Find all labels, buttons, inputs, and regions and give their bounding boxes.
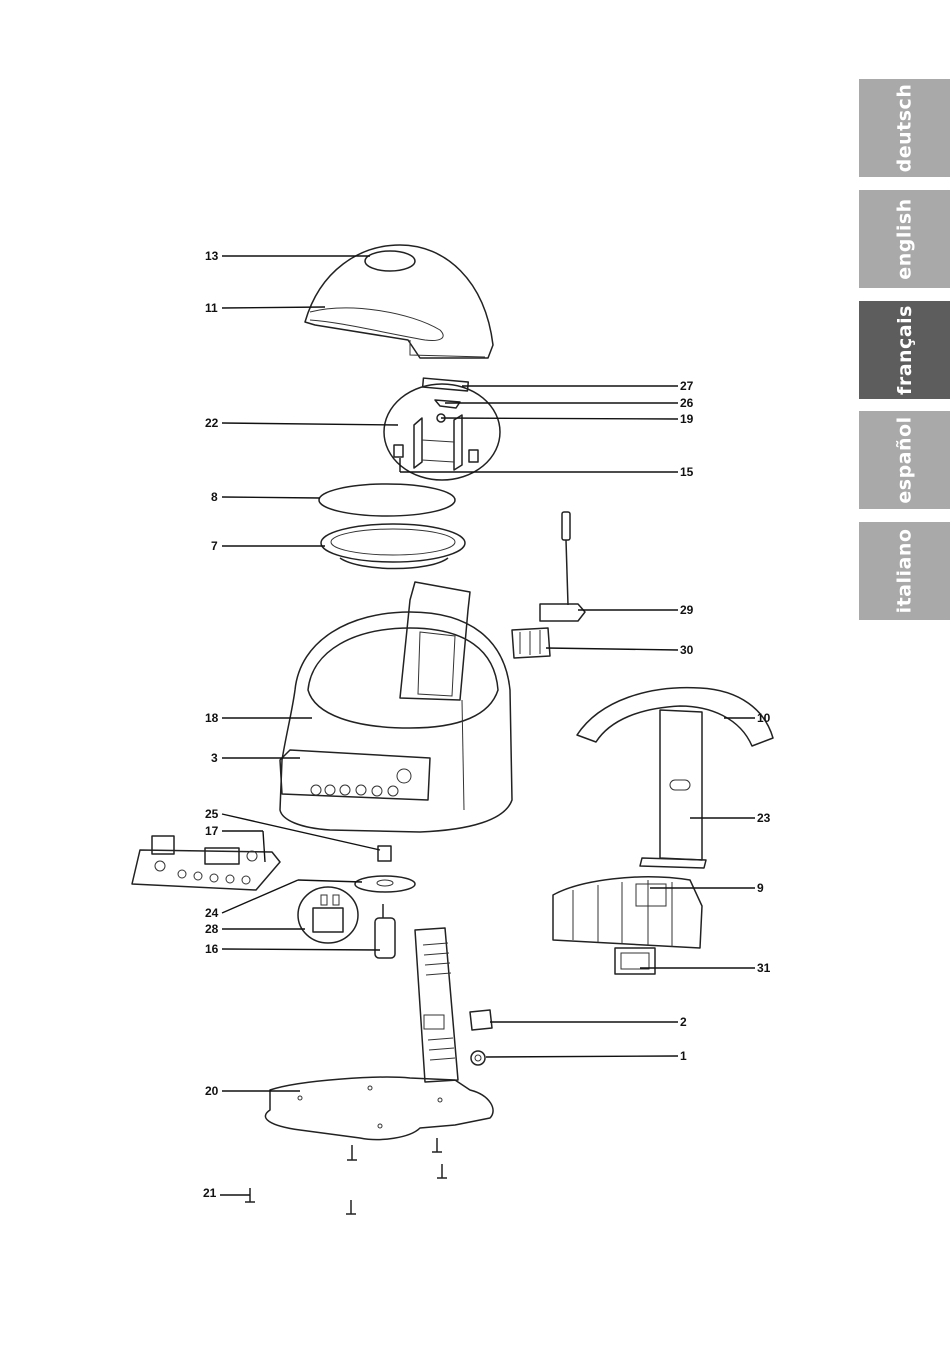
callout-29: 29 xyxy=(680,603,694,617)
handle-arch-part xyxy=(577,688,773,746)
callout-9: 9 xyxy=(757,881,764,895)
callout-10: 10 xyxy=(757,711,771,725)
window-frame-part xyxy=(615,948,655,974)
callout-30: 30 xyxy=(680,643,694,657)
callout-25: 25 xyxy=(205,807,219,821)
bowl-part xyxy=(321,524,465,569)
callout-26: 26 xyxy=(680,396,694,410)
callout-8: 8 xyxy=(211,490,218,504)
callout-11: 11 xyxy=(205,301,218,315)
callout-2: 2 xyxy=(680,1015,687,1029)
callout-16: 16 xyxy=(205,942,219,956)
leader-lines xyxy=(220,256,755,1195)
base-plate-part xyxy=(265,1077,493,1139)
antenna-part xyxy=(540,512,585,621)
callout-23: 23 xyxy=(757,811,771,825)
callout-31: 31 xyxy=(757,961,771,975)
callout-13: 13 xyxy=(205,249,219,263)
stand-bracket-part xyxy=(640,710,706,868)
callout-22: 22 xyxy=(205,416,219,430)
callout-18: 18 xyxy=(205,711,219,725)
callout-3: 3 xyxy=(211,751,218,765)
feet-screws-part xyxy=(245,1138,447,1214)
grommet-part xyxy=(471,1051,485,1065)
callout-1: 1 xyxy=(680,1049,687,1063)
hinge-assembly-part xyxy=(384,378,500,480)
filter-disc-part xyxy=(319,484,455,516)
dome-cover-part xyxy=(305,245,493,358)
callout-15: 15 xyxy=(680,465,694,479)
fuse-holder-part xyxy=(470,1010,492,1030)
motor-mount-part xyxy=(298,887,358,943)
callout-17: 17 xyxy=(205,824,219,838)
callout-20: 20 xyxy=(205,1084,219,1098)
callout-28: 28 xyxy=(205,922,219,936)
turntable-disc-part xyxy=(355,876,415,892)
circuit-board-part xyxy=(132,836,280,890)
callout-27: 27 xyxy=(680,379,694,393)
switch-part xyxy=(378,846,391,861)
callout-24: 24 xyxy=(205,906,219,920)
connector-block-part xyxy=(512,628,550,658)
callout-7: 7 xyxy=(211,539,218,553)
callout-21: 21 xyxy=(203,1186,217,1200)
main-housing-part xyxy=(280,582,512,832)
back-plate-part xyxy=(415,928,458,1082)
callout-19: 19 xyxy=(680,412,694,426)
